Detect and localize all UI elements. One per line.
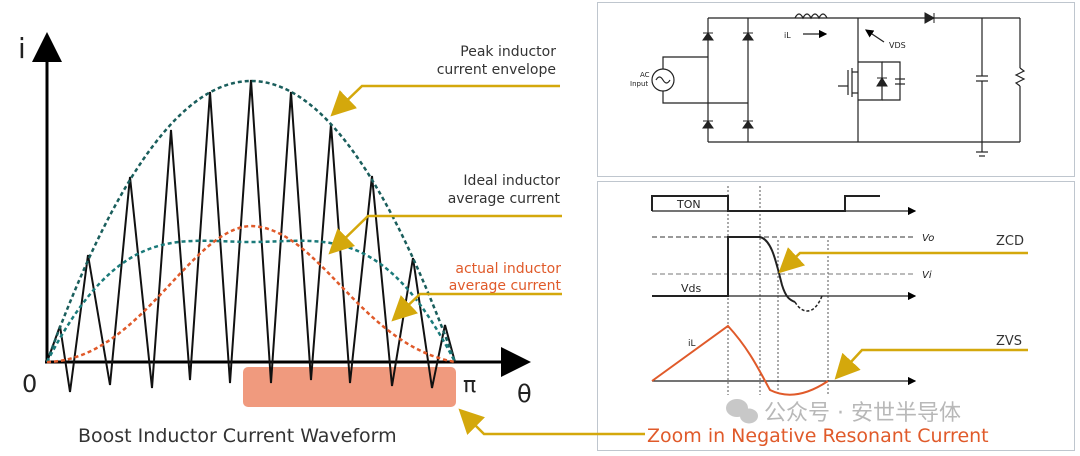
vds-waveform (652, 236, 796, 303)
vds-arrow (865, 29, 885, 43)
y-axis-label: i (18, 32, 26, 65)
timing-guides (727, 186, 829, 395)
il-timing-label: iL (688, 339, 696, 349)
zvs-label: ZVS (996, 334, 1022, 349)
ac-input-label-1: AC (640, 71, 650, 79)
actual-average-current (46, 224, 456, 364)
schematic-diodes (702, 12, 936, 129)
ideal-label-line2: average current (448, 191, 561, 207)
origin-label: 0 (22, 370, 37, 398)
ton-label: TON (676, 198, 701, 211)
vds-resonant-dip (794, 295, 823, 312)
actual-callout-line (391, 292, 562, 322)
vi-label: Vi (922, 270, 932, 281)
vo-label: Vo (922, 233, 934, 244)
boost-pfc-schematic (651, 13, 1026, 157)
inductor-icon (794, 13, 828, 20)
zoom-label: Zoom in Negative Resonant Current (647, 425, 989, 447)
peak-callout-line (330, 84, 560, 117)
peak-current-envelope (45, 80, 457, 363)
actual-label-line1: actual inductor (455, 261, 561, 277)
diagram-caption: Boost Inductor Current Waveform (78, 425, 397, 447)
peak-label-line1: Peak inductor (460, 44, 556, 60)
il-label: iL (784, 31, 791, 40)
ideal-label-line1: Ideal inductor (463, 173, 560, 189)
pi-label: π (463, 373, 476, 398)
zoom-region-box (243, 367, 456, 407)
watermark-text: 公众号 · 安世半导体 (764, 401, 961, 426)
ideal-average-current (45, 239, 457, 363)
actual-label-line2: average current (449, 278, 562, 294)
ideal-callout-line (328, 214, 562, 255)
peak-label-line2: current envelope (437, 62, 556, 78)
zvs-callout-line (834, 348, 1028, 380)
vds-label: VDS (889, 41, 906, 50)
zcd-callout-line (778, 247, 1028, 274)
vds-timing-label: Vds (681, 282, 702, 295)
schematic-panel (597, 2, 1075, 177)
zoom-callout-line (458, 408, 645, 436)
x-axis-label: θ (517, 380, 532, 408)
wechat-icon (726, 399, 758, 424)
ac-input-label-2: Input (630, 80, 648, 88)
ton-pulse (651, 195, 880, 212)
inductor-current-waveform (46, 79, 456, 393)
il-waveform (651, 324, 829, 396)
timing-panel (597, 181, 1075, 451)
zcd-label: ZCD (996, 234, 1024, 249)
